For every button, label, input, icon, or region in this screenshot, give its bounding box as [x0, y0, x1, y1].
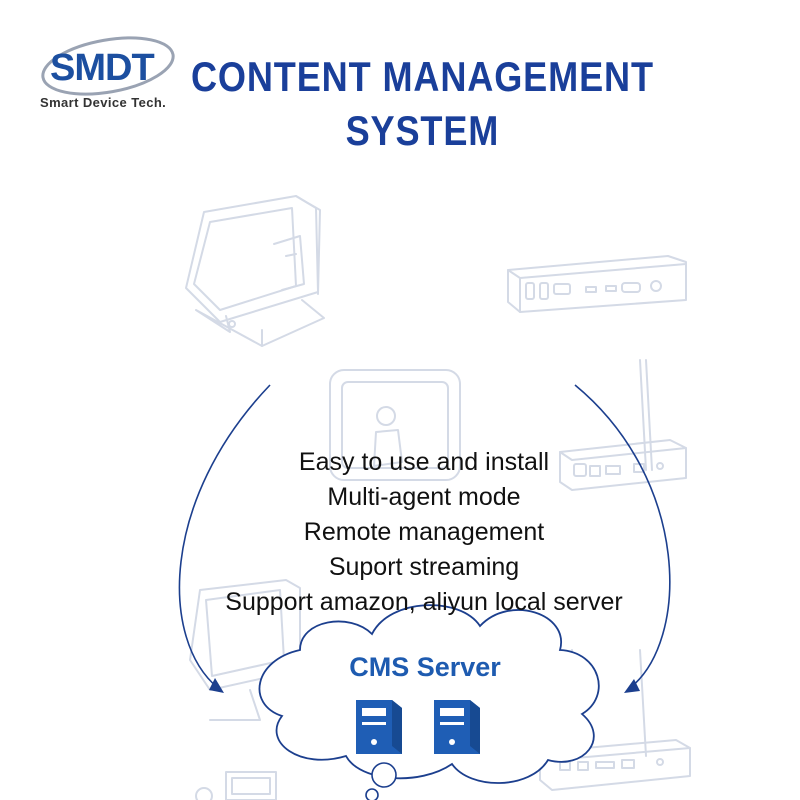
arrow-left [178, 384, 271, 689]
brand-logo: SMDT [41, 36, 175, 96]
cloud-bubble-small [365, 788, 379, 800]
device-bottom-icon [195, 771, 277, 800]
page-title-line1: CONTENT MANAGEMENT [190, 53, 654, 100]
router-icon [559, 359, 687, 491]
feature-item: Multi-agent mode [327, 483, 521, 511]
cms-server-label: CMS Server [349, 652, 501, 682]
arrow-right [574, 384, 671, 689]
server-icon-2 [434, 700, 480, 754]
feature-list: Easy to use and install Multi-agent mode… [0, 445, 800, 620]
cloud-shape [258, 604, 600, 784]
feature-item: Suport streaming [328, 553, 520, 581]
cloud-bubble-large [371, 762, 397, 788]
logo-wordmark: SMDT [50, 47, 154, 89]
brand-tagline: Smart Device Tech. [40, 95, 167, 110]
set-top-box-icon [507, 255, 687, 313]
tablet-kiosk-icon [329, 369, 461, 481]
server-icon [356, 700, 402, 754]
feature-item: Support amazon, aliyun local server [225, 588, 623, 616]
pos-terminal-icon [185, 195, 325, 347]
feature-item: Remote management [303, 518, 545, 546]
page-title-line2: SYSTEM [345, 107, 500, 154]
feature-item: Easy to use and install [298, 448, 550, 476]
arrow-left-head [209, 678, 224, 693]
arrow-right-head [624, 679, 640, 693]
